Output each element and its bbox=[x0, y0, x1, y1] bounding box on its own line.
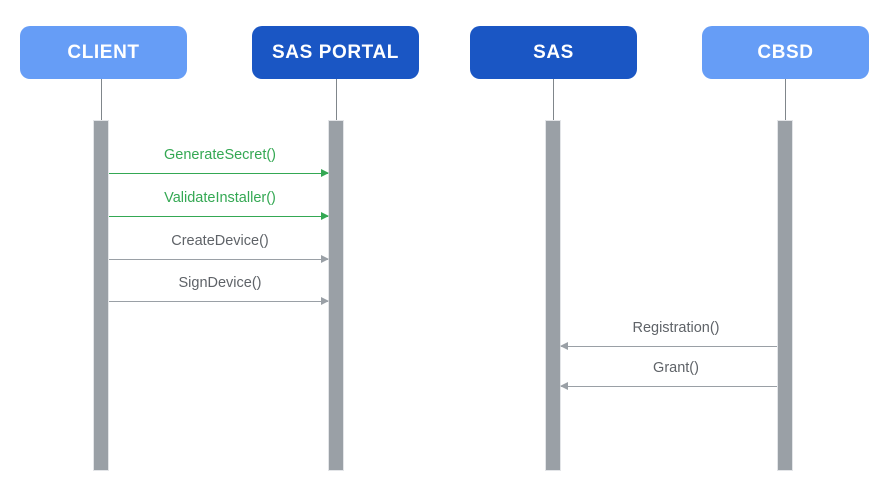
lifeline-sas-portal bbox=[336, 79, 337, 120]
message-line-sign-device bbox=[109, 301, 328, 302]
actor-box-sas[interactable]: SAS bbox=[470, 26, 637, 79]
message-label-registration: Registration() bbox=[632, 320, 720, 336]
actor-box-cbsd[interactable]: CBSD bbox=[702, 26, 869, 79]
actor-label-sas-portal: SAS PORTAL bbox=[271, 41, 400, 63]
lifeline-client bbox=[101, 79, 102, 120]
message-arrow-generate-secret bbox=[109, 169, 329, 178]
message-arrow-grant bbox=[560, 382, 777, 391]
activation-bar-sas bbox=[545, 120, 561, 471]
activation-bar-client bbox=[93, 120, 109, 471]
arrow-head-icon-sign-device bbox=[321, 297, 329, 306]
message-line-grant bbox=[561, 386, 777, 387]
actor-label-cbsd: CBSD bbox=[757, 41, 814, 63]
message-label-grant: Grant() bbox=[653, 360, 699, 376]
message-arrow-registration bbox=[560, 342, 777, 351]
message-label-generate-secret: GenerateSecret() bbox=[163, 147, 277, 163]
message-arrow-create-device bbox=[109, 255, 329, 264]
message-line-validate-installer bbox=[109, 216, 328, 217]
message-arrow-validate-installer bbox=[109, 212, 329, 221]
activation-bar-cbsd bbox=[777, 120, 793, 471]
actor-label-sas: SAS bbox=[533, 41, 574, 63]
message-line-generate-secret bbox=[109, 173, 328, 174]
message-line-create-device bbox=[109, 259, 328, 260]
arrow-head-icon-validate-installer bbox=[321, 212, 329, 221]
activation-bar-sas-portal bbox=[328, 120, 344, 471]
arrow-head-icon-registration bbox=[560, 342, 568, 351]
message-label-validate-installer: ValidateInstaller() bbox=[164, 190, 276, 206]
lifeline-cbsd bbox=[785, 79, 786, 120]
arrow-head-icon-grant bbox=[560, 382, 568, 391]
arrow-head-icon-create-device bbox=[321, 255, 329, 264]
lifeline-sas bbox=[553, 79, 554, 120]
message-arrow-sign-device bbox=[109, 297, 329, 306]
actor-box-client[interactable]: CLIENT bbox=[20, 26, 187, 79]
message-label-create-device: CreateDevice() bbox=[171, 233, 269, 249]
arrow-head-icon-generate-secret bbox=[321, 169, 329, 178]
message-line-registration bbox=[561, 346, 777, 347]
actor-box-sas-portal[interactable]: SAS PORTAL bbox=[252, 26, 419, 79]
actor-label-client: CLIENT bbox=[67, 41, 140, 63]
message-label-sign-device: SignDevice() bbox=[178, 275, 262, 291]
